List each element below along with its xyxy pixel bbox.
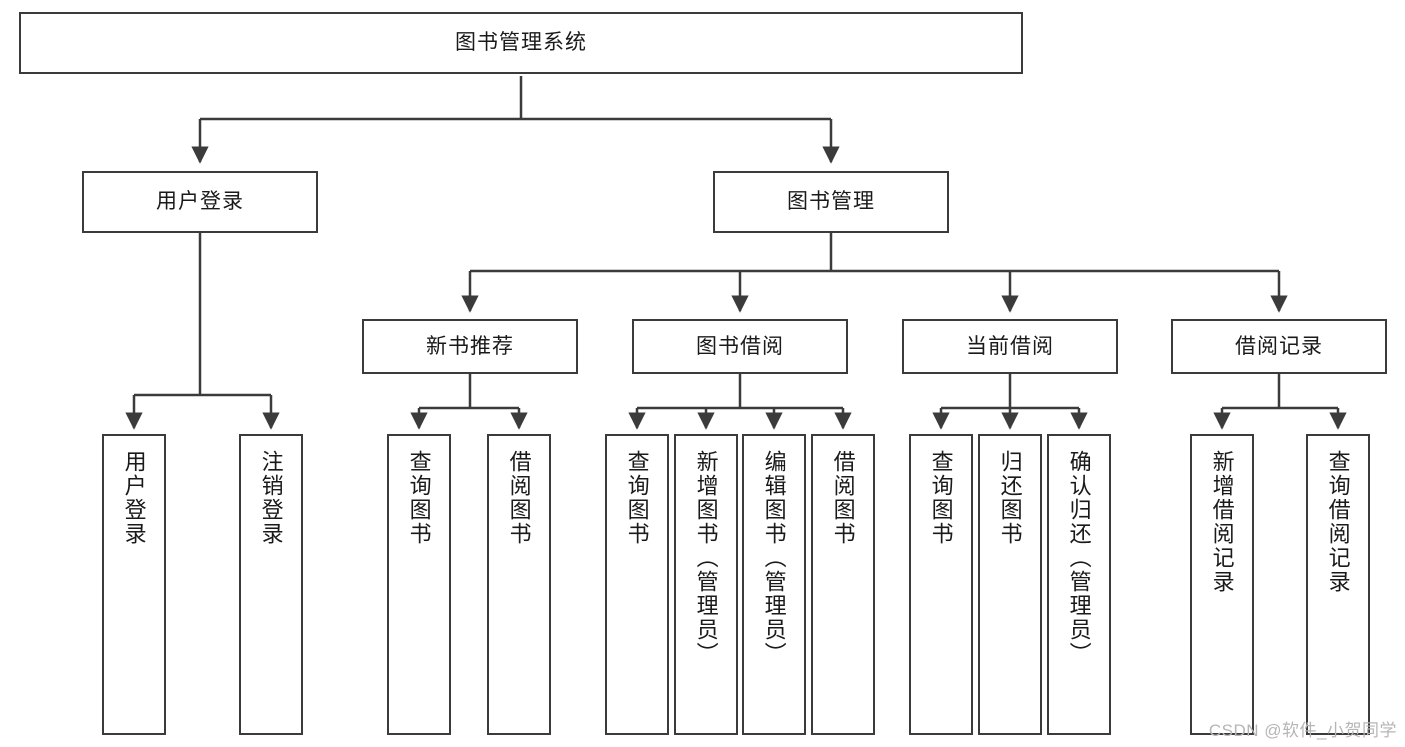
leaf-user-login[interactable]: 用户登录 xyxy=(102,434,166,735)
node-label: 编辑图书（管理员） xyxy=(761,450,787,666)
leaf-current-query-book[interactable]: 查询图书 xyxy=(909,434,973,735)
node-label: 确认归还（管理员） xyxy=(1066,450,1092,666)
node-label: 图书管理系统 xyxy=(455,31,587,55)
node-label: 归还图书 xyxy=(997,450,1023,546)
node-label: 图书管理 xyxy=(787,190,875,214)
leaf-records-add-record[interactable]: 新增借阅记录 xyxy=(1190,434,1254,735)
node-book-borrow[interactable]: 图书借阅 xyxy=(632,319,848,374)
node-borrow-records[interactable]: 借阅记录 xyxy=(1171,319,1387,374)
leaf-records-query-record[interactable]: 查询借阅记录 xyxy=(1306,434,1370,735)
leaf-newbook-borrow-book[interactable]: 借阅图书 xyxy=(487,434,551,735)
leaf-user-logout[interactable]: 注销登录 xyxy=(239,434,303,735)
node-label: 借阅记录 xyxy=(1235,334,1323,358)
leaf-borrow-query-book[interactable]: 查询图书 xyxy=(605,434,669,735)
node-label: 借阅图书 xyxy=(830,450,856,546)
node-root-system[interactable]: 图书管理系统 xyxy=(19,12,1023,74)
node-label: 新增借阅记录 xyxy=(1209,450,1235,594)
leaf-newbook-query-book[interactable]: 查询图书 xyxy=(387,434,451,735)
node-label: 查询图书 xyxy=(406,450,432,546)
leaf-current-confirm-return[interactable]: 确认归还（管理员） xyxy=(1047,434,1111,735)
leaf-borrow-edit-book[interactable]: 编辑图书（管理员） xyxy=(742,434,806,735)
node-label: 注销登录 xyxy=(258,450,284,546)
node-new-book-recommend[interactable]: 新书推荐 xyxy=(362,319,578,374)
node-book-management[interactable]: 图书管理 xyxy=(713,171,949,233)
leaf-current-return-book[interactable]: 归还图书 xyxy=(978,434,1042,735)
node-current-borrow[interactable]: 当前借阅 xyxy=(902,319,1118,374)
node-label: 新书推荐 xyxy=(426,334,514,358)
node-label: 用户登录 xyxy=(121,450,147,546)
node-label: 新增图书（管理员） xyxy=(693,450,719,666)
node-label: 图书借阅 xyxy=(696,334,784,358)
node-label: 查询图书 xyxy=(624,450,650,546)
node-label: 借阅图书 xyxy=(506,450,532,546)
node-label: 查询借阅记录 xyxy=(1325,450,1351,594)
node-label: 当前借阅 xyxy=(966,334,1054,358)
node-label: 查询图书 xyxy=(928,450,954,546)
leaf-borrow-add-book[interactable]: 新增图书（管理员） xyxy=(674,434,738,735)
leaf-borrow-lend-book[interactable]: 借阅图书 xyxy=(811,434,875,735)
node-user-login[interactable]: 用户登录 xyxy=(82,171,318,233)
node-label: 用户登录 xyxy=(156,190,244,214)
